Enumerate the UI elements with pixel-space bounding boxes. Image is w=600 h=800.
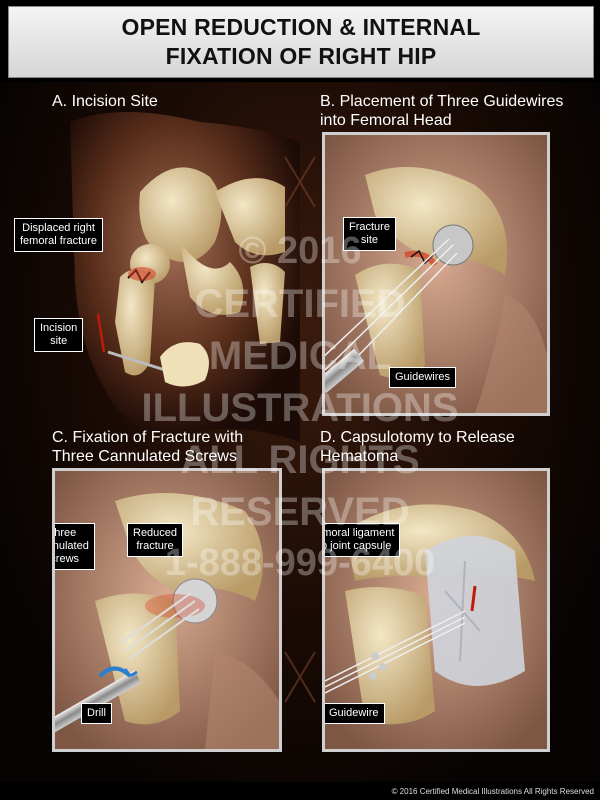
callout-displaced-fracture-text: Displaced right femoral fracture [20, 222, 98, 247]
callout-iliofemoral-ligament: Iliofemoral ligament & hip joint capsule [322, 523, 401, 557]
callout-fracture-site-text: Fracture site [349, 221, 390, 246]
panel-c-illustration [55, 471, 279, 749]
callout-guidewires: Guidewires [389, 367, 457, 388]
callout-reduced-fracture-text: Reduced fracture [133, 527, 178, 552]
callout-drill: Drill [81, 703, 112, 724]
footer-copyright: © 2016 Certified Medical Illustrations A… [391, 787, 594, 796]
callout-drill-text: Drill [87, 707, 106, 719]
callout-fracture-site: Fracture site [343, 217, 396, 251]
callout-reduced-fracture: Reduced fracture [127, 523, 184, 557]
panel-b-title: B. Placement of Three Guidewires into Fe… [320, 93, 564, 129]
panel-d-illustration [325, 471, 547, 749]
callout-cannulated-screws: Three cannulated screws [52, 523, 95, 570]
illustration-canvas: A. Incision Site Displaced right femoral… [0, 82, 600, 782]
callout-incision-site: Incision site [34, 318, 84, 352]
callout-cannulated-screws-text: Three cannulated screws [52, 527, 89, 565]
panel-a-title: A. Incision Site [52, 93, 158, 110]
panel-d: Iliofemoral ligament & hip joint capsule… [322, 468, 550, 752]
callout-guidewires-text: Guidewires [395, 371, 451, 383]
callout-guidewire: Guidewire [325, 703, 385, 724]
callout-incision-site-text: Incision site [40, 322, 78, 347]
panel-c-title: C. Fixation of Fracture with Three Cannu… [52, 429, 244, 465]
title-banner: OPEN REDUCTION & INTERNAL FIXATION OF RI… [8, 6, 594, 78]
panel-b-illustration [325, 135, 547, 413]
title-line-2: FIXATION OF RIGHT HIP [165, 43, 437, 69]
callout-iliofemoral-ligament-text: Iliofemoral ligament & hip joint capsule [322, 527, 395, 552]
callout-guidewire-text: Guidewire [329, 707, 379, 719]
panel-c: Three cannulated screws Reduced fracture… [52, 468, 282, 752]
panel-d-title: D. Capsulotomy to Release Hematoma [320, 429, 515, 465]
title-line-1: OPEN REDUCTION & INTERNAL [121, 14, 481, 40]
panel-a-anatomy [70, 112, 316, 703]
callout-displaced-fracture: Displaced right femoral fracture [14, 218, 104, 252]
panel-b: Fracture site Guidewires [322, 132, 550, 416]
